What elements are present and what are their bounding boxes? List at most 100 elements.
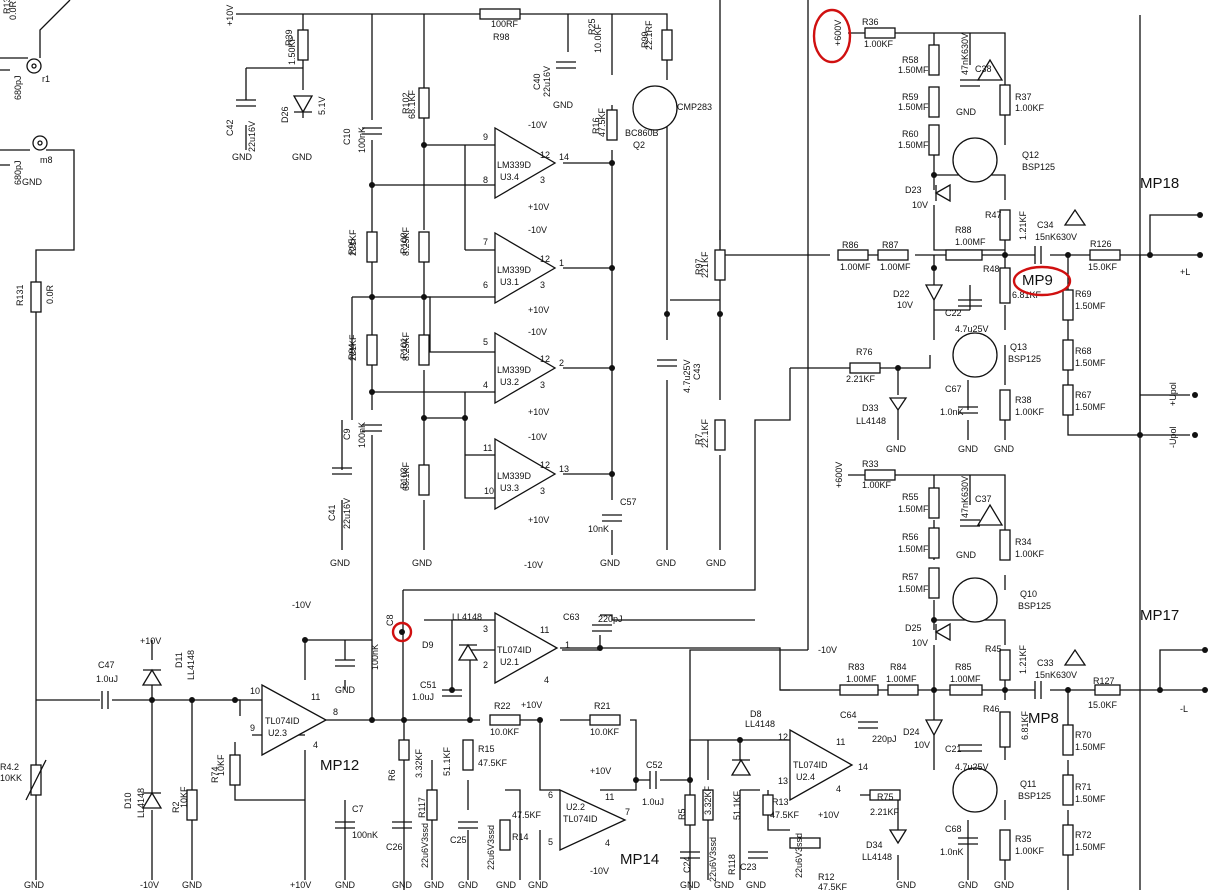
resistor-value: 1.00KF [864, 39, 894, 49]
resistor-value: 10.0KF [593, 23, 603, 53]
opamp-pin: 1 [565, 640, 570, 650]
capacitor-ref: C57 [620, 497, 637, 507]
resistor-ref: R74 [210, 766, 220, 783]
opamp-pin: 7 [483, 237, 488, 247]
resistor-ref: R76 [856, 347, 873, 357]
diode-value: LL4148 [862, 852, 892, 862]
measure-point-labels: MP18 MP9 MP17 MP8 MP12 MP14 [320, 175, 1179, 868]
resistor-value: 1.50MF [898, 65, 929, 75]
capacitor-ref: C24 [682, 856, 692, 873]
opamp-unit: U2.3 [268, 728, 287, 738]
diode-ref: D11 [174, 652, 184, 668]
resistor-labels: R39 1.50KF R102 68.1KF R95 221KF R100 8.… [2, 0, 1118, 892]
resistor-value: 3.32KF [414, 748, 424, 778]
transistor-part: BSP125 [1022, 162, 1055, 172]
opamp-part: TL074ID [563, 814, 598, 824]
resistor-ref: R15 [478, 744, 495, 754]
resistor-value: 221KF [700, 251, 710, 278]
connector-labels: +L -L +Upol -Upol 680pJ r1 680pJ m8 R4.2… [0, 74, 1190, 783]
resistor-ref: R86 [842, 240, 859, 250]
opamp-pin: 12 [540, 460, 550, 470]
capacitor-value: 1.0uJ [642, 797, 664, 807]
resistor-value: 1.50MF [898, 584, 929, 594]
capacitor-value: 22u16V [542, 66, 552, 97]
measure-point-mp17: MP17 [1140, 607, 1179, 624]
output-plus-label: +L [1180, 267, 1190, 277]
resistor-ref: R85 [955, 662, 972, 672]
gnd-label: GND [24, 880, 45, 890]
resistor-ref: R5 [677, 808, 687, 820]
diode-value: 10V [897, 300, 913, 310]
supply-label-pos10-b: +10V [528, 305, 549, 315]
resistor-value: 47.5KF [597, 107, 607, 137]
opamp-part: LM339D [497, 471, 532, 481]
resistor-value: 1.50MF [898, 140, 929, 150]
output-minus-label: -L [1180, 704, 1188, 714]
resistor-ref: R59 [902, 92, 919, 102]
capacitor-ref: C10 [342, 128, 352, 145]
component-shapes [25, 8, 1121, 861]
capacitor-value: 220pJ [598, 614, 623, 624]
gnd-label: GND [656, 558, 677, 568]
capacitor-ref: C7 [352, 804, 364, 814]
opamp-pin: 3 [540, 380, 545, 390]
gnd-label: GND [994, 444, 1015, 454]
capacitor-value: 22u6V3ssd [486, 825, 496, 870]
opamp-pin: 3 [540, 486, 545, 496]
capacitor-labels: C42 22u16V C10 100nK C9 100nK C41 22u16V… [96, 33, 1077, 882]
resistor-value: 1.21KF [1018, 210, 1028, 240]
resistor-value: 221KF [348, 334, 358, 361]
diode-value: 10V [914, 740, 930, 750]
resistor-ref: R117 [417, 797, 427, 818]
opamp-pin: 11 [540, 625, 549, 635]
resistor-value: 8.25KF [401, 226, 411, 256]
resistor-value: 1.00KF [1015, 103, 1045, 113]
transistor-part: BSP125 [1008, 354, 1041, 364]
resistor-value: 47.5KF [512, 810, 542, 820]
supply-label-pos10-h: +10V [818, 810, 839, 820]
opamp-unit: U3.3 [500, 483, 519, 493]
resistor-value: 0.0R [45, 284, 55, 304]
transistor-part: BC860B [625, 128, 659, 138]
resistor-value: 51.1KF [732, 790, 742, 820]
resistor-ref: R84 [890, 662, 907, 672]
transistor-part: BSP125 [1018, 601, 1051, 611]
gnd-label: GND [994, 880, 1015, 890]
resistor-ref: R34 [1015, 537, 1032, 547]
supply-label-pos10-f: +10V [521, 700, 542, 710]
resistor-value: 3.32KF [703, 785, 713, 815]
capacitor-value: 1.0uJ [96, 674, 118, 684]
resistor-value: 47.5KF [478, 758, 508, 768]
capacitor-value: 22u6V3ssd [794, 833, 804, 878]
supply-label-600v-bottom: +600V [834, 462, 844, 488]
capacitor-ref: C23 [740, 862, 757, 872]
capacitor-value: 47nK630V [960, 33, 970, 75]
gnd-label: GND [896, 880, 917, 890]
junction-dots [149, 142, 1208, 783]
gnd-label: GND [182, 880, 203, 890]
resistor-value: 68.1KF [401, 461, 411, 491]
measure-point-mp18: MP18 [1140, 175, 1179, 192]
resistor-value: 0.0R [8, 0, 18, 20]
gnd-label: GND [680, 880, 701, 890]
gnd-label: GND [292, 152, 313, 162]
resistor-ref: R57 [902, 572, 919, 582]
opamp-pin: 2 [559, 358, 564, 368]
opamp-pin: 8 [483, 175, 488, 185]
capacitor-ref: C34 [1037, 220, 1054, 230]
capacitor-value: 100nK [370, 644, 380, 670]
supply-label-neg10-h: -10V [818, 645, 837, 655]
resistor-ref: R2 [171, 801, 181, 813]
diode-ref: D10 [123, 792, 133, 809]
diode-ref: D23 [905, 185, 922, 195]
resistor-value: 10KF [216, 754, 226, 776]
opamp-pin: 4 [544, 675, 549, 685]
gnd-label: GND [958, 880, 979, 890]
opamp-pin: 12 [540, 150, 550, 160]
resistor-value: 6.81KF [1020, 710, 1030, 740]
diode-ref: D25 [905, 623, 922, 633]
resistor-value: 1.00MF [846, 674, 877, 684]
opamp-part: TL074ID [265, 716, 300, 726]
capacitor-ref: C52 [646, 760, 663, 770]
resistor-ref: R71 [1075, 782, 1092, 792]
